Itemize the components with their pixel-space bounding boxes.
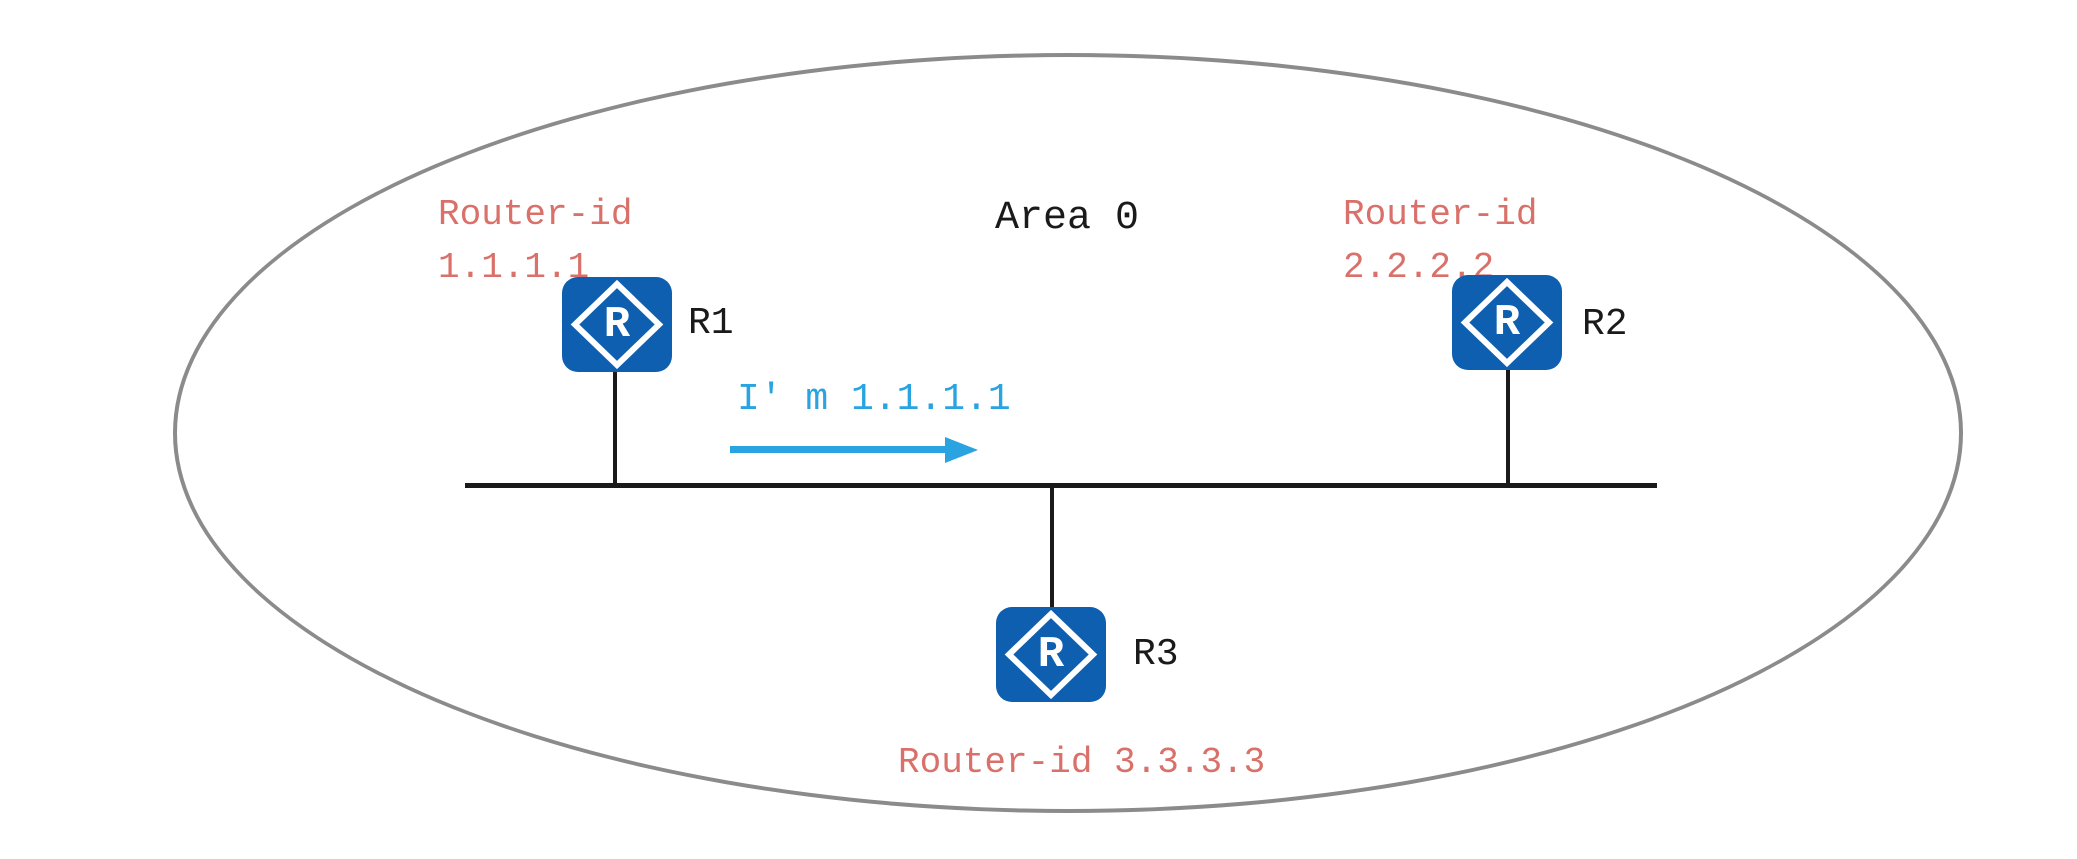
- right-arrow-head-icon: [945, 437, 978, 463]
- r2-icon-letter: R: [1494, 298, 1521, 348]
- r3-icon-letter: R: [1038, 630, 1065, 680]
- r1-link-line: [613, 370, 617, 485]
- network-bus-line: [465, 483, 1657, 488]
- area-boundary-ellipse: [173, 53, 1963, 813]
- r1-router-icon: R: [562, 277, 672, 372]
- right-arrow-icon: [730, 446, 948, 453]
- r3-label: R3: [1133, 633, 1179, 676]
- r1-router-id-line2: 1.1.1.1: [438, 247, 590, 288]
- hello-message: I' m 1.1.1.1: [737, 378, 1011, 421]
- r3-router-id-label: Router-id 3.3.3.3: [898, 742, 1266, 783]
- r1-icon-letter: R: [604, 300, 631, 350]
- area-label: Area 0: [995, 196, 1140, 241]
- r1-label: R1: [688, 302, 734, 345]
- r2-router-icon: R: [1452, 275, 1562, 370]
- r2-router-id-line1: Router-id: [1343, 194, 1538, 235]
- r2-link-line: [1506, 368, 1510, 485]
- r2-label: R2: [1582, 303, 1628, 346]
- r1-router-id-label: Router-id 1.1.1.1: [438, 188, 632, 294]
- r3-router-icon: R: [996, 607, 1106, 702]
- r3-link-line: [1050, 486, 1054, 609]
- r1-router-id-line1: Router-id: [438, 194, 633, 235]
